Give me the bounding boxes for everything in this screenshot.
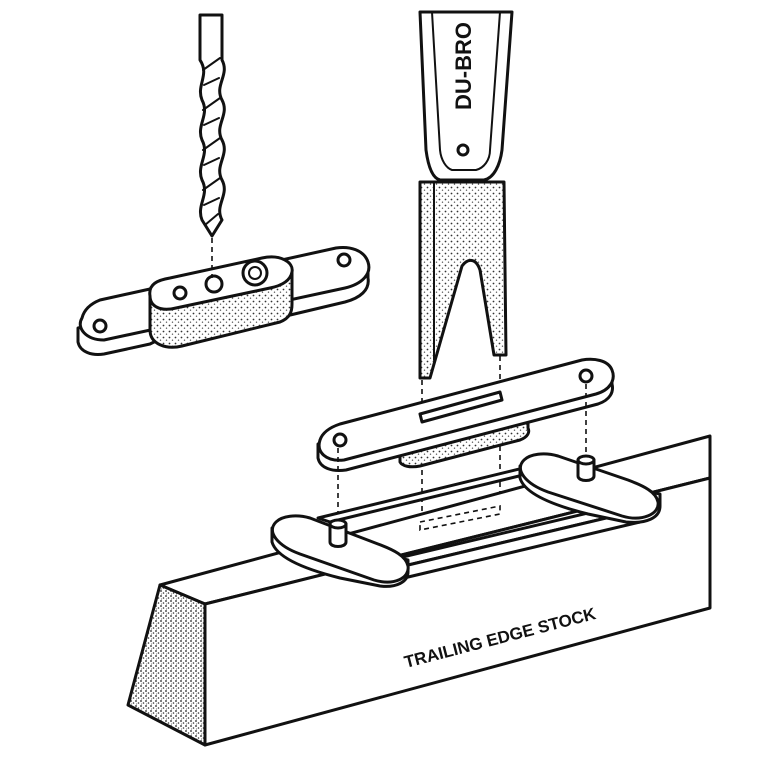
slotting-tool: DU-BRO [418, 10, 514, 380]
flat-hinge [316, 357, 615, 472]
hinge-with-holes [76, 246, 371, 356]
drill-bit [198, 13, 226, 238]
brand-label: DU-BRO [451, 22, 476, 110]
slot-outline [419, 505, 501, 531]
hinge-slotting-jig [270, 452, 662, 588]
